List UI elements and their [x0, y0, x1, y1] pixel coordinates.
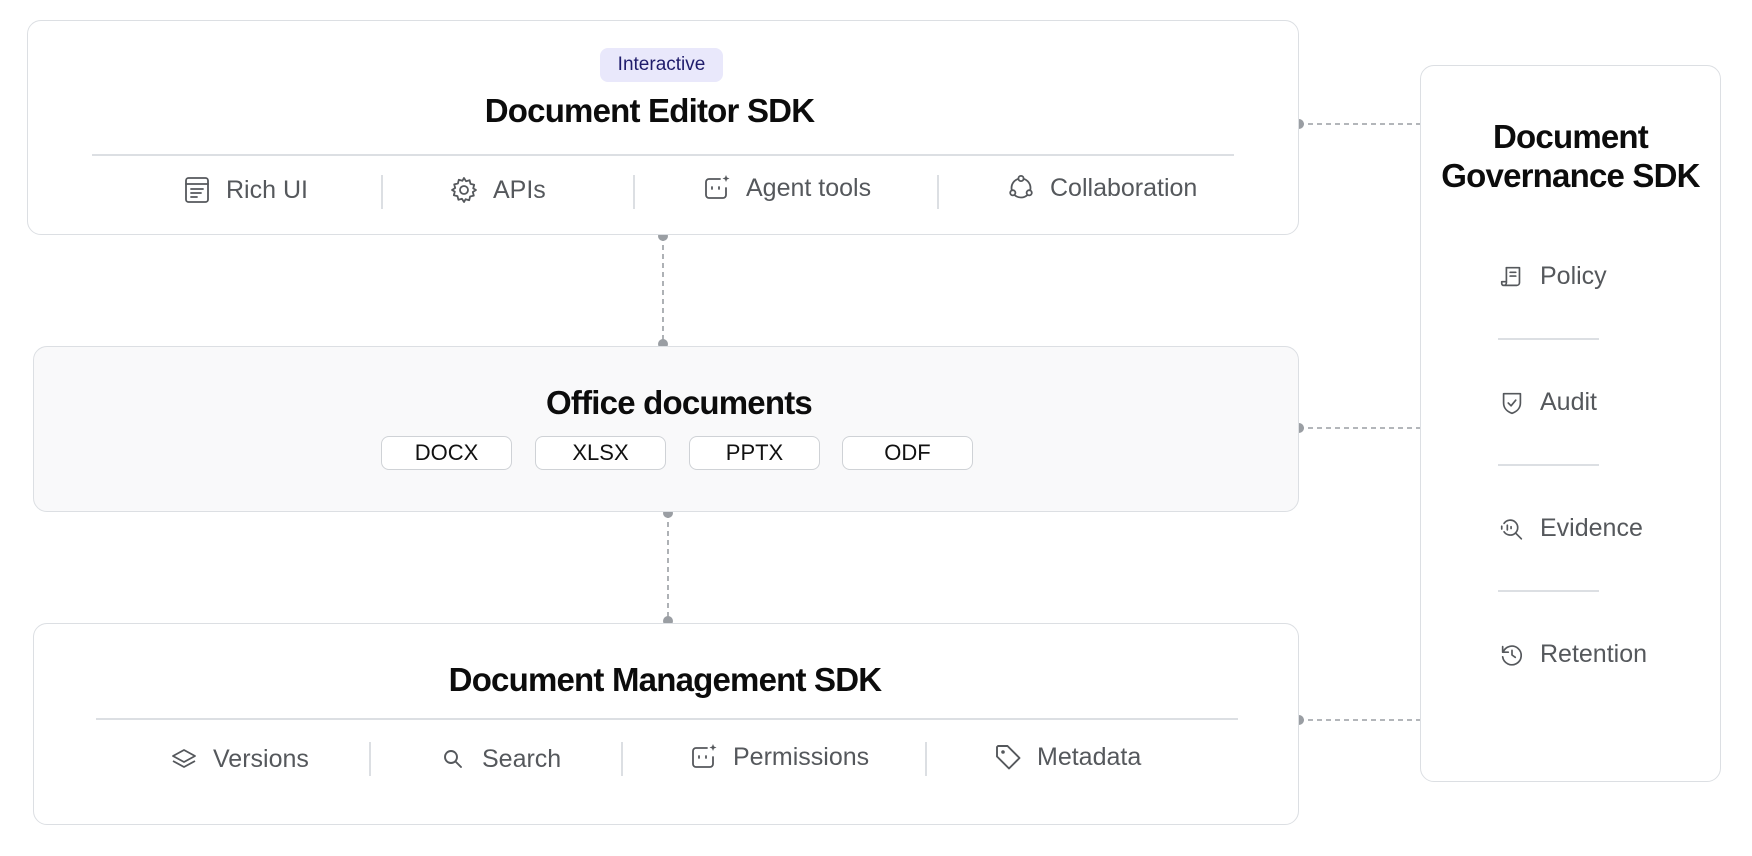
management-divider — [96, 718, 1238, 720]
editor-feature-rich-ui: Rich UI — [182, 175, 308, 205]
rich-ui-icon — [185, 177, 209, 203]
collaboration-icon — [1009, 175, 1033, 199]
management-feature-permissions: Permissions — [689, 742, 869, 772]
governance-divider — [1498, 338, 1599, 340]
governance-sdk-card — [1420, 65, 1721, 782]
office-documents-card — [33, 346, 1299, 512]
evidence-search-icon — [1500, 518, 1523, 540]
management-feature-metadata: Metadata — [993, 742, 1141, 772]
agent-tools-icon — [705, 175, 730, 199]
policy-icon — [1500, 266, 1521, 286]
management-separator — [369, 742, 371, 776]
editor-feature-collaboration: Collaboration — [1006, 173, 1197, 203]
shield-check-icon — [1502, 392, 1522, 414]
search-icon — [444, 750, 462, 768]
feature-label: Rich UI — [226, 175, 308, 204]
feature-label: Versions — [213, 744, 309, 773]
editor-feature-agent-tools: Agent tools — [702, 173, 871, 203]
feature-label: Permissions — [733, 742, 870, 771]
tag-icon — [996, 745, 1021, 770]
management-sdk-card — [33, 623, 1299, 825]
editor-separator — [381, 175, 383, 209]
governance-item-label: Policy — [1540, 262, 1607, 290]
governance-item-evidence: Evidence — [1498, 514, 1643, 543]
governance-item-label: Evidence — [1540, 514, 1643, 542]
editor-feature-apis: APIs — [449, 175, 546, 205]
editor-sdk-title: Document Editor SDK — [484, 92, 815, 129]
governance-divider — [1498, 464, 1599, 466]
feature-label: Search — [482, 744, 562, 773]
gear-icon — [451, 177, 477, 203]
feature-label: Collaboration — [1050, 173, 1198, 202]
governance-item-label: Audit — [1540, 388, 1597, 416]
governance-sdk-title: Document Governance SDK — [1420, 117, 1721, 195]
governance-title-line: Governance SDK — [1441, 157, 1700, 194]
feature-label: Metadata — [1037, 742, 1142, 771]
governance-item-retention: Retention — [1498, 640, 1647, 669]
management-separator — [621, 742, 623, 776]
format-pill-xlsx: XLSX — [535, 436, 666, 470]
format-pill-pptx: PPTX — [689, 436, 820, 470]
feature-label: Agent tools — [746, 173, 872, 202]
history-icon — [1501, 644, 1523, 666]
layers-icon — [172, 749, 196, 768]
management-feature-versions: Versions — [169, 744, 309, 774]
permissions-icon — [692, 744, 717, 768]
governance-title-line: Document — [1493, 118, 1649, 155]
format-pill-odf: ODF — [842, 436, 973, 470]
management-separator — [925, 742, 927, 776]
editor-separator — [633, 175, 635, 209]
interactive-badge: Interactive — [600, 48, 723, 82]
management-sdk-title: Document Management SDK — [448, 661, 882, 698]
editor-separator — [937, 175, 939, 209]
governance-item-label: Retention — [1540, 640, 1648, 668]
format-pill-docx: DOCX — [381, 436, 512, 470]
feature-label: APIs — [493, 175, 546, 204]
governance-item-audit: Audit — [1498, 388, 1597, 417]
management-feature-search: Search — [438, 744, 561, 774]
office-documents-title: Office documents — [546, 384, 813, 421]
governance-item-policy: Policy — [1498, 262, 1607, 291]
governance-divider — [1498, 590, 1599, 592]
editor-divider — [92, 154, 1234, 156]
